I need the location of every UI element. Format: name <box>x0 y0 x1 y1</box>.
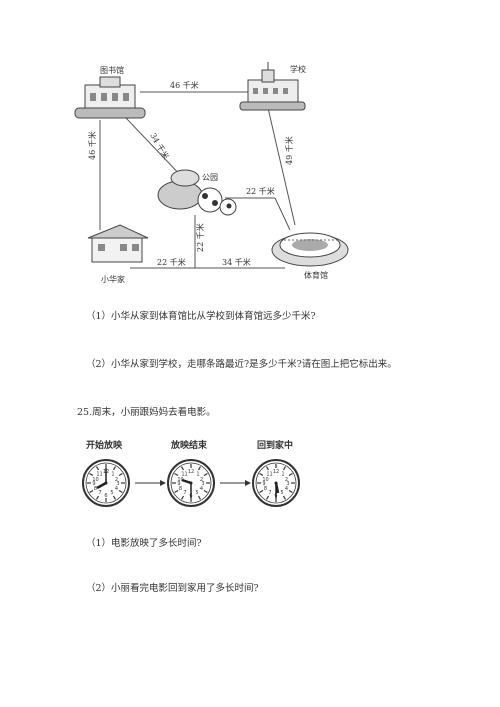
home-label: 小华家 <box>101 274 125 284</box>
park-icon <box>157 169 237 216</box>
stadium-icon <box>271 232 349 267</box>
road-label-school-stadium: 49 千米 <box>284 136 294 165</box>
stadium-label: 体育馆 <box>304 270 328 280</box>
question-3: （1）电影放映了多长时间? <box>86 538 202 549</box>
road-label-library-school: 46 千米 <box>170 80 199 90</box>
question-1: （1）小华从家到体育馆比从学校到体育馆远多少千米? <box>86 311 316 322</box>
road-label-bottom-left: 22 千米 <box>157 257 186 267</box>
clock-label-home: 回到家中 <box>257 441 294 451</box>
clock-home <box>252 459 300 507</box>
road-label-park-down: 22 千米 <box>195 223 205 252</box>
clock-label-start: 开始放映 <box>86 441 123 451</box>
park-label: 公园 <box>202 173 218 182</box>
question-2: （2）小华从家到学校，走哪条路最近?是多少千米?请在图上把它标出来。 <box>86 359 397 370</box>
library-label: 图书馆 <box>100 65 124 75</box>
road-label-bottom-right: 34 千米 <box>222 257 251 267</box>
road-label-library-home: 46 千米 <box>87 131 97 160</box>
arrow-icon <box>220 480 251 486</box>
clock-start <box>82 459 130 507</box>
arrow-icon <box>135 480 166 486</box>
clock-end <box>167 459 215 507</box>
home-icon <box>87 224 149 263</box>
clock-label-end: 放映结束 <box>171 441 208 451</box>
route-map: 图书馆 学校 公园 小华家 体育馆 46 千米 <box>74 62 349 284</box>
problem-25: 25.周末，小丽跟妈妈去看电影。 <box>77 407 216 418</box>
school-label: 学校 <box>290 64 306 74</box>
road-label-park-right: 22 千米 <box>246 186 275 196</box>
road-label-library-park: 34 千米 <box>148 131 171 161</box>
question-4: （2）小丽看完电影回到家用了多长时间? <box>86 583 259 594</box>
library-icon <box>74 76 146 119</box>
road-lines <box>99 91 296 269</box>
school-icon <box>239 62 306 111</box>
